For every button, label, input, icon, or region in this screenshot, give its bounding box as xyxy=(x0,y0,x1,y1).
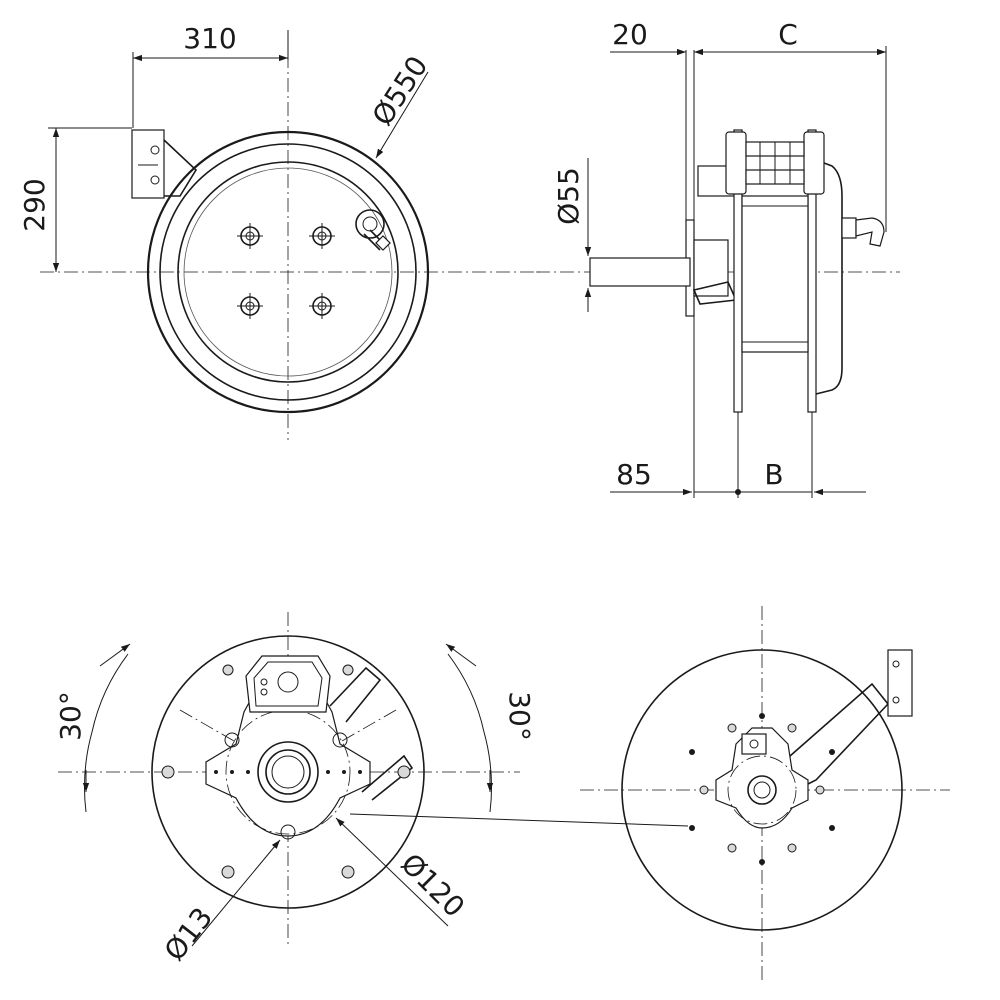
overview-disc xyxy=(621,649,903,931)
dim-leader-120 xyxy=(335,817,449,927)
hole-icon xyxy=(280,824,296,840)
rear-arm-upper xyxy=(329,666,382,723)
angle-arc-right-ext xyxy=(483,731,493,813)
bolt-icon xyxy=(237,223,263,249)
front-bracket xyxy=(131,129,198,199)
overview-hub-plate xyxy=(715,727,809,829)
dim-dot xyxy=(735,489,741,495)
dim-height-label: 290 xyxy=(18,178,51,231)
bolt-icon xyxy=(309,223,335,249)
dim-leader-550 xyxy=(375,71,429,159)
rear-view-overview xyxy=(580,606,950,980)
side-top-block xyxy=(725,131,747,195)
bracket-plate xyxy=(131,129,165,199)
rear-hub-outer xyxy=(257,741,319,803)
dim-shaft-label: Ø55 xyxy=(552,167,585,225)
overview-hub xyxy=(747,775,777,805)
rear-top-bracket xyxy=(245,655,331,713)
overview-top-bracket xyxy=(741,733,767,755)
side-outlet-elbow-icon xyxy=(841,217,885,247)
hole-icon xyxy=(332,732,348,748)
bolt-icon xyxy=(309,293,335,319)
rear-view: 30° 30° Ø13 Ø1 xyxy=(54,612,689,967)
drum-outer-circle xyxy=(146,130,430,414)
rear-hub-plate xyxy=(205,689,371,837)
dim-c-label: C xyxy=(778,18,798,51)
rear-hub-inner xyxy=(271,755,305,789)
dim-leader-13 xyxy=(191,839,281,947)
bracket-bolt-icon xyxy=(150,145,160,155)
rear-disc xyxy=(151,635,425,909)
rear-arm-lower xyxy=(361,754,414,801)
dim-hole-label: Ø13 xyxy=(158,901,220,967)
front-bolts xyxy=(237,223,335,319)
overview-arm xyxy=(789,682,890,789)
angle-left-label: 30° xyxy=(54,691,87,741)
dim-width-label: 310 xyxy=(183,22,236,55)
dim-diameter-label: Ø550 xyxy=(366,50,435,131)
angle-right-label: 30° xyxy=(503,691,536,741)
overview-bolts xyxy=(689,713,835,865)
overview-bracket xyxy=(887,649,913,717)
rear-hub-mid xyxy=(265,749,311,795)
side-top-block xyxy=(803,131,825,195)
side-drum-body xyxy=(741,195,809,353)
drum-hub-circle xyxy=(183,167,393,377)
side-shaft xyxy=(589,257,691,287)
bolt-icon xyxy=(237,293,263,319)
dim-offset-bottom-label: 85 xyxy=(616,458,652,491)
rear-outer-bolts xyxy=(161,664,411,879)
side-drum-cover xyxy=(815,159,843,395)
hose-outlet-icon xyxy=(355,209,391,251)
side-hub-block xyxy=(693,239,729,297)
bracket-bolt-icon xyxy=(150,175,160,185)
angle-arc-left-ext xyxy=(83,731,93,813)
detail-connector-line xyxy=(349,813,689,827)
side-view: 20 C Ø55 85 B xyxy=(536,18,900,498)
dim-offset-top-label: 20 xyxy=(612,18,648,51)
angle-arc-right xyxy=(447,653,485,733)
drum-inner-circle xyxy=(177,161,399,383)
hole-icon xyxy=(224,732,240,748)
front-view: 310 290 Ø550 xyxy=(18,22,540,440)
drum-rim-circle xyxy=(159,143,417,401)
angle-arrow-left xyxy=(99,643,131,667)
bracket-arm xyxy=(163,139,198,197)
angle-arc-left xyxy=(91,653,129,733)
dim-b-label: B xyxy=(764,458,783,491)
angle-arrow-right xyxy=(445,643,477,667)
